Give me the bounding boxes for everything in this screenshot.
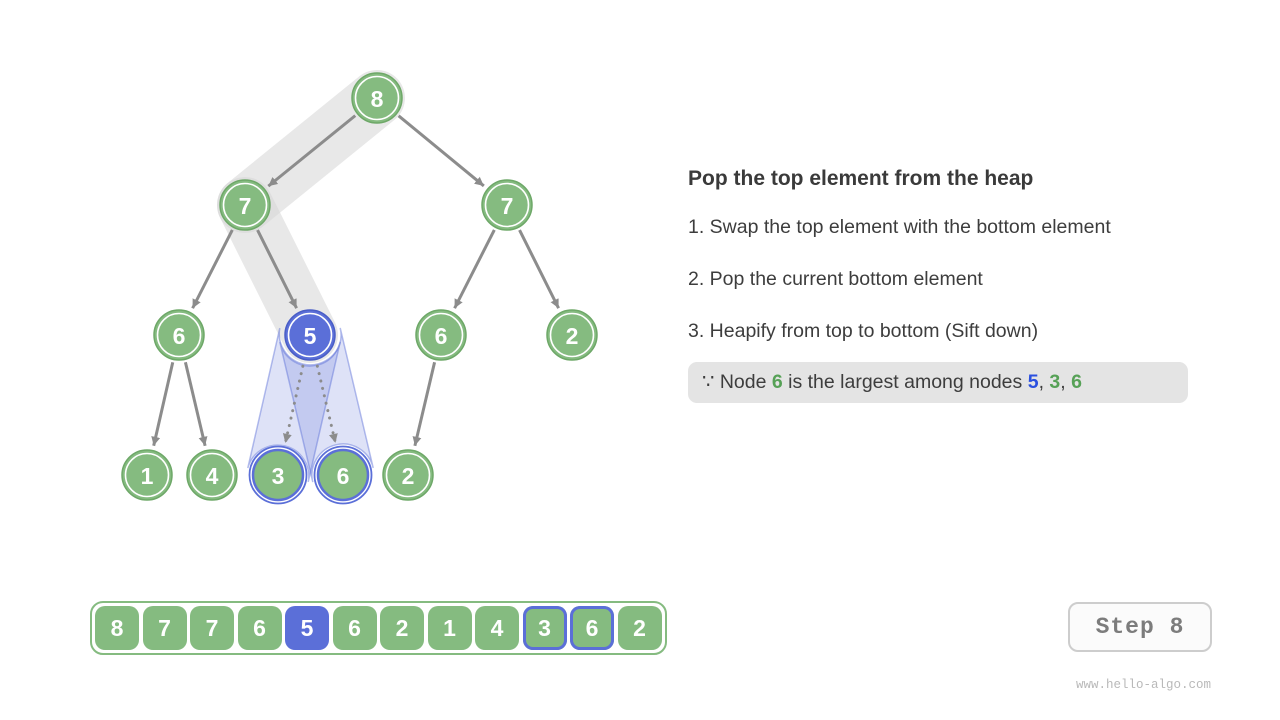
node-value: 2 xyxy=(566,323,579,349)
reason-note: ∵ Node 6 is the largest among nodes 5, 3… xyxy=(688,362,1188,403)
note-segment: 6 xyxy=(1071,371,1082,393)
array-cell: 1 xyxy=(427,606,472,650)
node-value: 2 xyxy=(402,463,415,489)
array-cell: 6 xyxy=(237,606,282,650)
tree-node-7: 7 xyxy=(219,179,271,231)
tree-node-8: 8 xyxy=(351,72,403,124)
node-value: 6 xyxy=(337,463,350,489)
node-value: 3 xyxy=(272,463,285,489)
note-segment: is the largest among nodes xyxy=(782,371,1028,393)
explanation-panel: Pop the top element from the heap 1. Swa… xyxy=(688,166,1204,403)
tree-edge xyxy=(267,114,357,188)
tree-edge xyxy=(183,361,208,447)
compare-edge-dotted xyxy=(315,364,338,445)
note-segment: ∵ Node xyxy=(702,371,772,393)
tree-edge xyxy=(256,229,298,309)
note-segment: , xyxy=(1060,371,1072,393)
node-value: 6 xyxy=(173,323,186,349)
array-cell: 3 xyxy=(522,606,567,650)
tree-node-6: 6 xyxy=(415,309,467,361)
array-cell: 2 xyxy=(380,606,424,650)
node-value: 7 xyxy=(501,193,514,219)
tree-node-7: 7 xyxy=(481,179,533,231)
tree-node-3: 3 xyxy=(248,445,308,505)
tree-edge xyxy=(151,361,175,447)
panel-title: Pop the top element from the heap xyxy=(688,167,1034,190)
array-cell: 7 xyxy=(142,606,187,650)
array-cell: 8 xyxy=(95,606,139,650)
note-segment: , xyxy=(1038,371,1050,393)
tree-node-6: 6 xyxy=(153,309,205,361)
node-value: 7 xyxy=(239,193,252,219)
array-cell: 2 xyxy=(617,606,662,650)
note-segment: 6 xyxy=(771,371,783,393)
tree-edge xyxy=(397,114,485,188)
step-indicator[interactable]: Step 8 xyxy=(1068,602,1212,652)
node-value: 5 xyxy=(304,323,317,349)
array-cell: 7 xyxy=(190,606,234,650)
step-item-2: 2. Pop the current bottom element xyxy=(688,268,983,290)
node-value: 1 xyxy=(141,463,154,489)
tree-node-6: 6 xyxy=(313,445,373,505)
tree-edge xyxy=(412,361,437,447)
tree-node-4: 4 xyxy=(186,449,238,501)
tree-node-1: 1 xyxy=(121,449,173,501)
compare-edge-dotted xyxy=(282,364,305,445)
step-item-3: 3. Heapify from top to bottom (Sift down… xyxy=(688,320,1039,342)
step-item-1: 1. Swap the top element with the bottom … xyxy=(688,216,1111,238)
node-value: 4 xyxy=(206,463,219,489)
tree-node-5: 5 xyxy=(284,309,336,361)
array-cell: 5 xyxy=(285,606,329,650)
tree-edge xyxy=(191,229,234,309)
array-cell: 4 xyxy=(475,606,519,650)
tree-node-2: 2 xyxy=(382,449,434,501)
note-segment: 3 xyxy=(1049,371,1061,393)
node-value: 6 xyxy=(435,323,448,349)
heap-tree-svg: 8 7 7 6 5 6 2 1 4 3 6 2 xyxy=(121,70,598,505)
watermark: www.hello-algo.com xyxy=(1076,678,1212,692)
node-value: 8 xyxy=(371,86,384,112)
note-segment: 5 xyxy=(1027,371,1039,393)
tree-node-2: 2 xyxy=(546,309,598,361)
tree-edge xyxy=(518,229,560,309)
array-cell: 6 xyxy=(570,606,614,650)
array-cell: 6 xyxy=(332,606,377,650)
tree-edge xyxy=(453,229,496,309)
